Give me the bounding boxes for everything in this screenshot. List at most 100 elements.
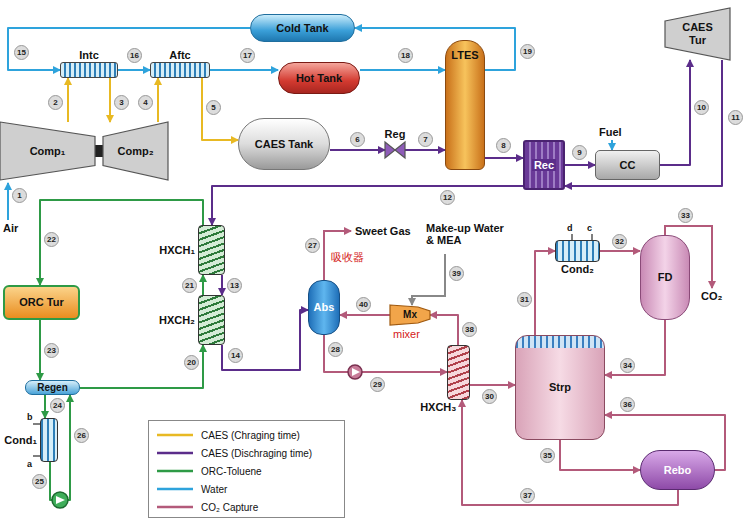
flow-line [605,320,665,375]
equipment-outline [385,142,405,158]
absorber: Abs [308,280,340,335]
legend-text: CAES (Dischraging time) [201,448,312,459]
equipment-outline [103,122,168,180]
stream-label: d [567,223,573,233]
stream-number: 17 [240,48,255,63]
stream-number: 9 [572,145,587,160]
legend-row: ORC-Toluene [155,462,338,480]
condenser: Cond₂ [555,240,600,262]
legend-line [155,502,195,512]
flow-line [80,345,203,388]
stream-label: 吸收器 [330,250,365,265]
stream-label: mixer [392,328,421,340]
thermal-storage: LTES [445,40,485,170]
stream-number: 2 [48,95,63,110]
legend-row: CAES (Chraging time) [155,426,338,444]
stream-number: 34 [620,358,635,373]
stream-number: 22 [44,232,59,247]
equipment-label: Rebo [664,464,692,477]
flow-line [330,149,385,151]
stripper: Strp [515,335,605,440]
equipment-label: Comp₁ [30,145,66,158]
equipment-label: ORC Tur [19,296,63,309]
equipment-label: CC [620,159,636,172]
flow-line [202,275,204,295]
flow-line [485,157,523,159]
air-tank: CAES Tank [238,118,330,170]
stream-number: 16 [127,48,142,63]
flow-line [44,395,46,418]
equipment-label: HXCH₁ [159,244,195,256]
stream-number: 40 [356,297,371,312]
stream-number: 32 [612,234,627,249]
flow-line [118,69,150,71]
equipment-label: Cond₁ [4,434,37,446]
stream-number: 29 [370,377,385,392]
flow-line [324,335,447,372]
pump-symbol [352,368,360,376]
stream-number: 36 [620,397,635,412]
equipment-label: Rec [532,159,556,172]
stream-number: 19 [520,44,535,59]
stream-number: 25 [32,474,47,489]
flow-line [340,314,390,316]
stream-number: 37 [520,488,535,503]
stream-number: 20 [184,355,199,370]
flow-line [40,200,203,285]
condenser: Cond₁ [40,418,58,462]
stream-label: c [587,223,592,233]
legend-line [155,448,195,458]
pump-symbol [56,496,65,504]
flow-line [535,251,555,335]
equipment-outline [0,122,95,180]
recuperator: Rec [523,140,565,190]
stream-number: 4 [138,95,153,110]
equipment-label: HXCH₃ [420,401,456,413]
stream-number: 5 [206,100,221,115]
legend-row: CAES (Dischraging time) [155,444,338,462]
heat-exchanger: HXCH₁ [198,225,225,275]
flow-line [560,440,640,470]
stream-number: 10 [694,100,709,115]
stream-number: 1 [12,188,27,203]
legend-text: CAES (Chraging time) [201,430,300,441]
regenerator: Regen [25,380,80,395]
stream-number: 6 [350,132,365,147]
stream-number: 26 [74,428,89,443]
stream-label: a [27,459,32,469]
stream-label: CO₂ [700,290,723,302]
flow-line [109,78,111,122]
flow-line [210,69,278,71]
equipment-label: Strp [549,381,571,394]
turbine: CAES Tur [665,8,730,60]
equipment-label: Hot Tank [296,72,342,85]
storage-tank: Hot Tank [278,62,360,94]
flow-line [355,28,515,70]
flow-line [405,149,445,151]
flow-line [222,310,308,370]
legend-text: Water [201,484,227,495]
compressor: Comp₂ [103,122,168,180]
storage-tank: Cold Tank [250,14,355,42]
legend-line [155,466,195,476]
makeup-inlet [412,254,445,305]
flow-line [39,320,41,380]
equipment-label: Cond₂ [561,263,594,275]
turbine: ORC Tur [3,285,80,320]
flash-drum: FD [640,235,690,320]
equipment-outline [665,8,730,60]
legend-row: Water [155,480,338,498]
equipment-label: FD [658,271,673,284]
stream-label: b [27,412,33,422]
stream-number: 11 [728,110,743,125]
equipment-label: HXCH₂ [159,314,195,326]
stream-number: 21 [182,278,197,293]
fuel-inlet [611,140,613,150]
stream-number: 12 [440,190,455,205]
equipment-label: Intc [79,49,99,61]
heat-exchanger: Aftc [150,62,210,78]
stream-number: 3 [114,95,129,110]
pump-symbol [52,492,68,508]
flow-line [221,275,223,295]
